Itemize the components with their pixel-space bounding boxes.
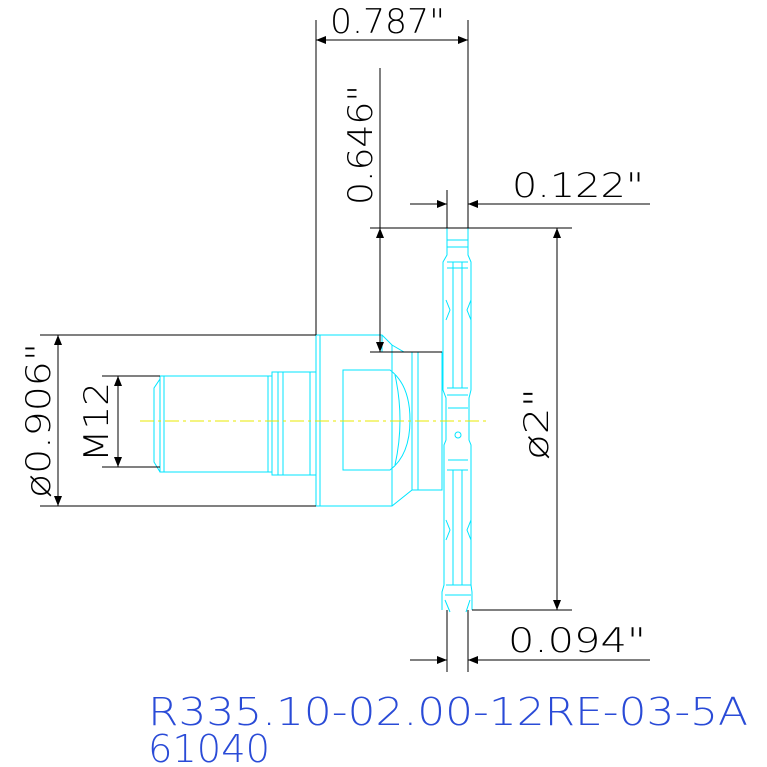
part-code: 61040: [148, 727, 270, 767]
dim-shank-diameter: ø0.906": [19, 343, 59, 498]
part-outline: [153, 227, 473, 613]
dim-insert-width: 0.094": [508, 621, 646, 661]
dim-thread: M12: [77, 382, 117, 462]
dimension-lines: [40, 20, 650, 672]
dim-blade-width: 0.122": [512, 166, 644, 206]
dim-overall-length: 0.787": [330, 2, 445, 42]
dim-cutter-diameter: ø2": [517, 388, 557, 460]
dim-hub-length: 0.646": [341, 85, 381, 205]
part-number: R335.10-02.00-12RE-03-5A: [148, 690, 748, 734]
